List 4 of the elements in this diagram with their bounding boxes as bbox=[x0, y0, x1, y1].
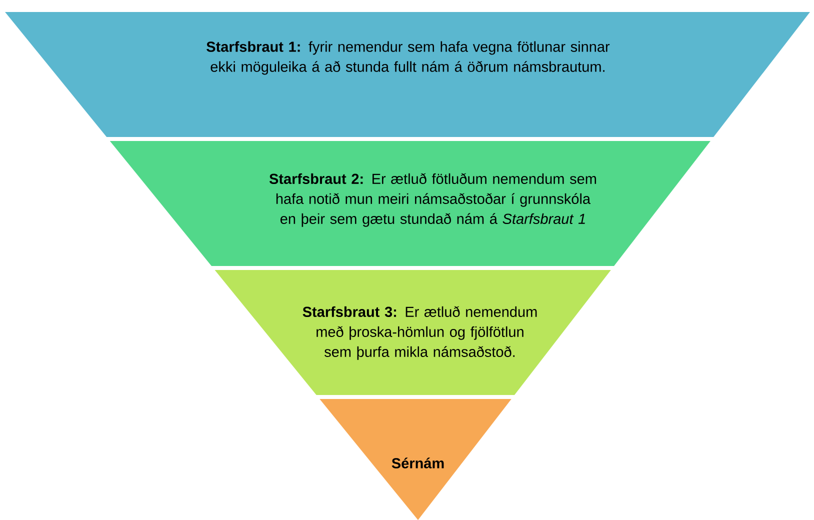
pyramid-band: Starfsbraut 2: Er ætluð fötluðum nemendum sem hafa notið mun meiri námsaðstoðar í grunnskóla en þeir sem gætu stundað nám á Starfsbraut 1 bbox=[110, 141, 710, 266]
pyramid-band: Starfsbraut 3: Er ætluð nemendum með þroska-hömlun og fjölfötlun sem þurfa mikla námsaðstoð. bbox=[214, 270, 611, 395]
pyramid-band: Sérnám bbox=[320, 399, 512, 520]
pyramid-band: Starfsbraut 1: fyrir nemendur sem hafa vegna fötlunar sinnar ekki möguleika á að stunda fullt nám á öðrum námsbrautum. bbox=[5, 12, 810, 137]
